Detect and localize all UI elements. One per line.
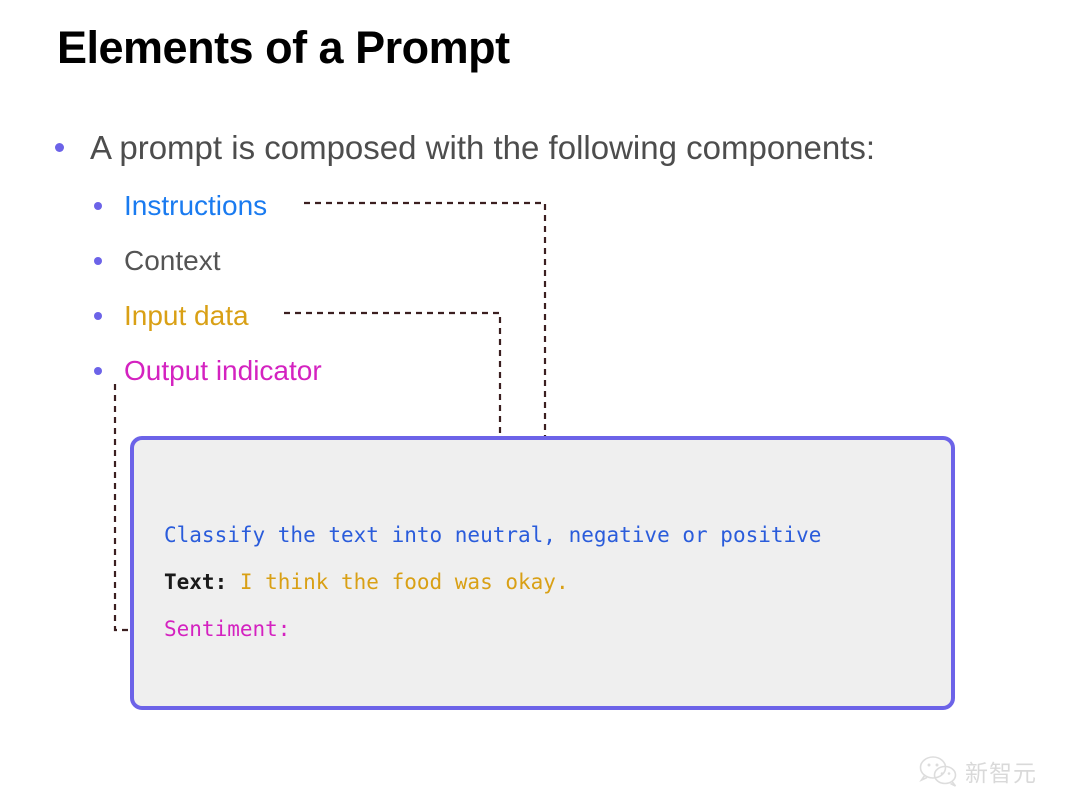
bullet-list: A prompt is composed with the following …	[0, 118, 1080, 398]
bullet-dot-icon	[94, 256, 102, 265]
bullet-dot-icon	[94, 311, 102, 320]
bullet-dot-icon	[55, 142, 64, 152]
watermark-label: 新智元	[965, 761, 1037, 787]
sub-bullet-item-input-data: Input data	[94, 288, 1080, 343]
code-token-instruction: Classify the text into neutral, negative…	[164, 523, 822, 547]
sub-bullet-label-context: Context	[124, 244, 221, 276]
sub-bullet-item-context: Context	[94, 233, 1080, 288]
sub-bullet-list: Instructions Context Input data Output i…	[0, 178, 1080, 398]
code-token-input-value: I think the food was okay.	[227, 570, 569, 594]
code-line-instruction: Classify the text into neutral, negative…	[164, 512, 821, 559]
sub-bullet-label-output-indicator: Output indicator	[124, 354, 322, 386]
watermark: 新智元	[918, 748, 1063, 794]
code-line-input-data: Text: I think the food was okay.	[164, 559, 821, 606]
bullet-dot-icon	[94, 201, 102, 210]
main-bullet-label: A prompt is composed with the following …	[90, 128, 876, 166]
sub-bullet-item-instructions: Instructions	[94, 178, 1080, 233]
bullet-dot-icon	[94, 366, 102, 375]
sub-bullet-item-output-indicator: Output indicator	[94, 343, 1080, 398]
sub-bullet-label-input-data: Input data	[124, 299, 249, 331]
sub-bullet-label-instructions: Instructions	[124, 189, 268, 221]
code-line-output-indicator: Sentiment:	[164, 606, 821, 653]
code-token-sentiment-label: Sentiment:	[164, 617, 291, 641]
main-bullet-item: A prompt is composed with the following …	[55, 118, 1080, 176]
page-title: Elements of a Prompt	[57, 22, 510, 73]
wechat-logo-icon	[919, 756, 957, 787]
code-token-text-label: Text:	[164, 570, 228, 594]
code-lines: Classify the text into neutral, negative…	[164, 512, 821, 653]
prompt-code-block: Classify the text into neutral, negative…	[130, 436, 955, 710]
